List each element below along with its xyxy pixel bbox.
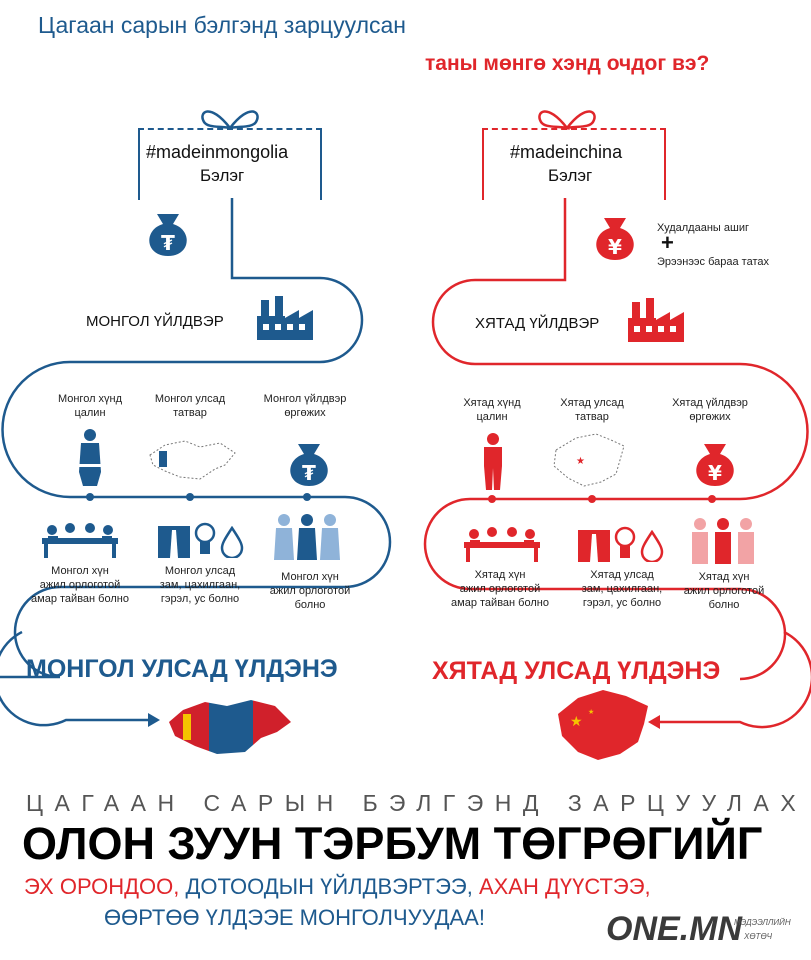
plus-sign: +	[661, 230, 674, 255]
water-drop-icon	[220, 526, 244, 558]
svg-text:₮: ₮	[302, 461, 316, 485]
footer-big-line: ОЛОН ЗУУН ТЭРБУМ ТӨГРӨГИЙГ	[22, 818, 763, 869]
footer-line3-a: ЭХ ОРОНДОО,	[24, 874, 186, 899]
mongolia-map-icon	[149, 440, 236, 480]
footer-line3-b: ДОТООДЫН ҮЙЛДВЭРТЭЭ,	[185, 874, 479, 899]
factory-label-left: МОНГОЛ ҮЙЛДВЭР	[86, 313, 224, 330]
gift-tag-left: #madeinmongolia	[146, 142, 289, 162]
one-mn-logo: ONE.MN	[606, 910, 742, 948]
road-icon	[158, 526, 190, 558]
footer-line4: ӨӨРТӨӨ ҮЛДЭЭЕ МОНГОЛЧУУДАА!	[104, 905, 485, 930]
gift-bow-icon	[201, 110, 259, 130]
person-icon	[79, 429, 101, 486]
water-drop-icon	[640, 530, 664, 562]
logo-subtitle-2: ХӨТӨЧ	[744, 932, 773, 941]
china-map-icon: ★	[553, 433, 625, 487]
factory-icon	[257, 296, 313, 340]
gift-box-right	[482, 128, 666, 200]
gift-tag-right: #madeinchina	[510, 142, 623, 162]
footer-spaced-line: ЦАГААН САРЫН БЭЛГЭНД ЗАРЦУУЛАХ	[26, 790, 808, 816]
meeting-icon	[464, 527, 540, 562]
svg-text:★: ★	[576, 456, 585, 467]
header-line2: таны мөнгө хэнд очдог вэ?	[425, 52, 710, 75]
gift-box-left	[138, 128, 322, 200]
svg-text:¥: ¥	[608, 235, 622, 259]
stays-heading-right: ХЯТАД УЛСАД ҮЛДЭНЭ	[432, 657, 721, 685]
money-bag-icon: ₮	[149, 214, 187, 256]
road-icon	[578, 530, 610, 562]
svg-text:★: ★	[570, 713, 583, 729]
money-bag-icon: ₮	[290, 444, 328, 486]
money-bag-icon: ¥	[596, 218, 634, 260]
meeting-icon	[42, 523, 118, 558]
logo-subtitle-1: МЭДЭЭЛЛИЙН	[734, 918, 791, 927]
lightbulb-icon	[614, 526, 636, 558]
import-text: Эрээнээс бараа татах	[657, 256, 770, 268]
gift-label-right: Бэлэг	[548, 166, 593, 185]
people-icon	[274, 514, 340, 560]
footer-line3-c: АХАН ДҮҮСТЭЭ,	[478, 874, 651, 899]
footer-line3: ЭХ ОРОНДОО, ДОТООДЫН ҮЙЛДВЭРТЭЭ, АХАН ДҮ…	[24, 874, 651, 900]
person-icon	[484, 433, 502, 490]
profit-text: Худалдааны ашиг	[657, 222, 749, 234]
factory-label-right: ХЯТАД ҮЙЛДВЭР	[475, 315, 600, 332]
gift-bow-icon	[538, 110, 596, 130]
svg-text:¥: ¥	[708, 461, 722, 485]
mongolia-flag-map-icon	[169, 700, 291, 754]
people-icon	[692, 518, 754, 564]
svg-text:★: ★	[588, 708, 594, 716]
gift-label-left: Бэлэг	[200, 166, 245, 185]
factory-icon	[628, 298, 684, 342]
china-flag-map-icon: ★ ★	[558, 690, 648, 760]
stays-heading-left: МОНГОЛ УЛСАД ҮЛДЭНЭ	[26, 655, 338, 683]
lightbulb-icon	[194, 522, 216, 554]
svg-text:₮: ₮	[161, 231, 175, 255]
money-bag-icon: ¥	[696, 444, 734, 486]
header-line1: Цагаан сарын бэлгэнд зарцуулсан	[38, 12, 406, 38]
